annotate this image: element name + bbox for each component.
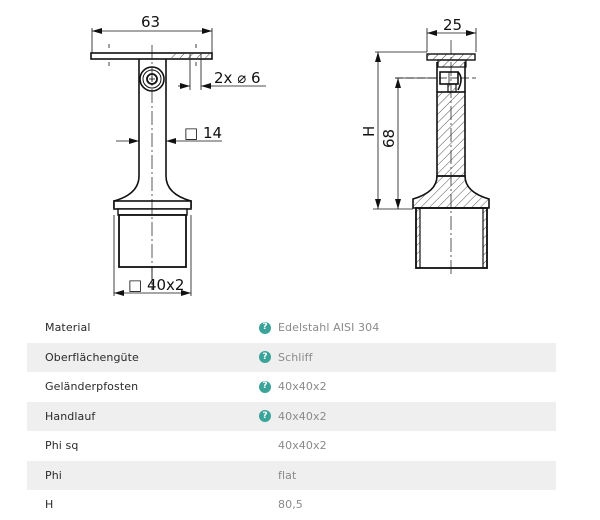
spec-row-h: H 80,5 bbox=[27, 490, 556, 520]
spec-label: Phi bbox=[45, 468, 62, 482]
spec-label: Material bbox=[45, 321, 91, 335]
dim-H: H bbox=[360, 126, 378, 137]
spec-value: 80,5 bbox=[278, 498, 303, 512]
spec-value: Schliff bbox=[278, 350, 313, 364]
spec-label: Geländerpfosten bbox=[45, 380, 139, 394]
spec-label: Phi sq bbox=[45, 439, 79, 453]
help-icon[interactable]: ? bbox=[259, 410, 271, 423]
front-view bbox=[90, 28, 266, 296]
help-icon[interactable]: ? bbox=[259, 321, 271, 334]
spec-row-gelaenderpfosten: Geländerpfosten ? 40x40x2 bbox=[27, 372, 556, 402]
spec-row-oberflaechenguete: Oberflächengüte ? Schliff bbox=[27, 342, 556, 372]
spec-value: 40x40x2 bbox=[278, 409, 327, 423]
spec-row-handlauf: Handlauf ? 40x40x2 bbox=[27, 401, 556, 431]
spec-label: Oberflächengüte bbox=[45, 350, 139, 364]
spec-row-material: Material ? Edelstahl AISI 304 bbox=[27, 313, 556, 343]
spec-value: 40x40x2 bbox=[278, 439, 327, 453]
spec-value: flat bbox=[278, 468, 297, 482]
dim-width-63: 63 bbox=[141, 13, 160, 31]
dim-width-25: 25 bbox=[443, 16, 462, 34]
dim-post-14: □ 14 bbox=[184, 124, 222, 142]
side-view bbox=[373, 28, 490, 275]
help-icon[interactable]: ? bbox=[259, 351, 271, 364]
specs-table: Material ? Edelstahl AISI 304 Oberfläche… bbox=[27, 313, 556, 520]
dim-holes: 2x ⌀ 6 bbox=[214, 69, 261, 87]
spec-value: Edelstahl AISI 304 bbox=[278, 321, 380, 335]
spec-value: 40x40x2 bbox=[278, 380, 327, 394]
dim-tube-40x2: □ 40x2 bbox=[128, 276, 184, 294]
spec-label: H bbox=[45, 498, 54, 512]
spec-row-phi: Phi flat bbox=[27, 460, 556, 490]
technical-drawing: 63 2x ⌀ 6 □ 14 □ 40x2 bbox=[90, 13, 490, 296]
help-icon[interactable]: ? bbox=[259, 380, 271, 393]
spec-label: Handlauf bbox=[45, 409, 96, 423]
dim-68: 68 bbox=[380, 129, 398, 148]
spec-row-phi-sq: Phi sq 40x40x2 bbox=[27, 431, 556, 461]
